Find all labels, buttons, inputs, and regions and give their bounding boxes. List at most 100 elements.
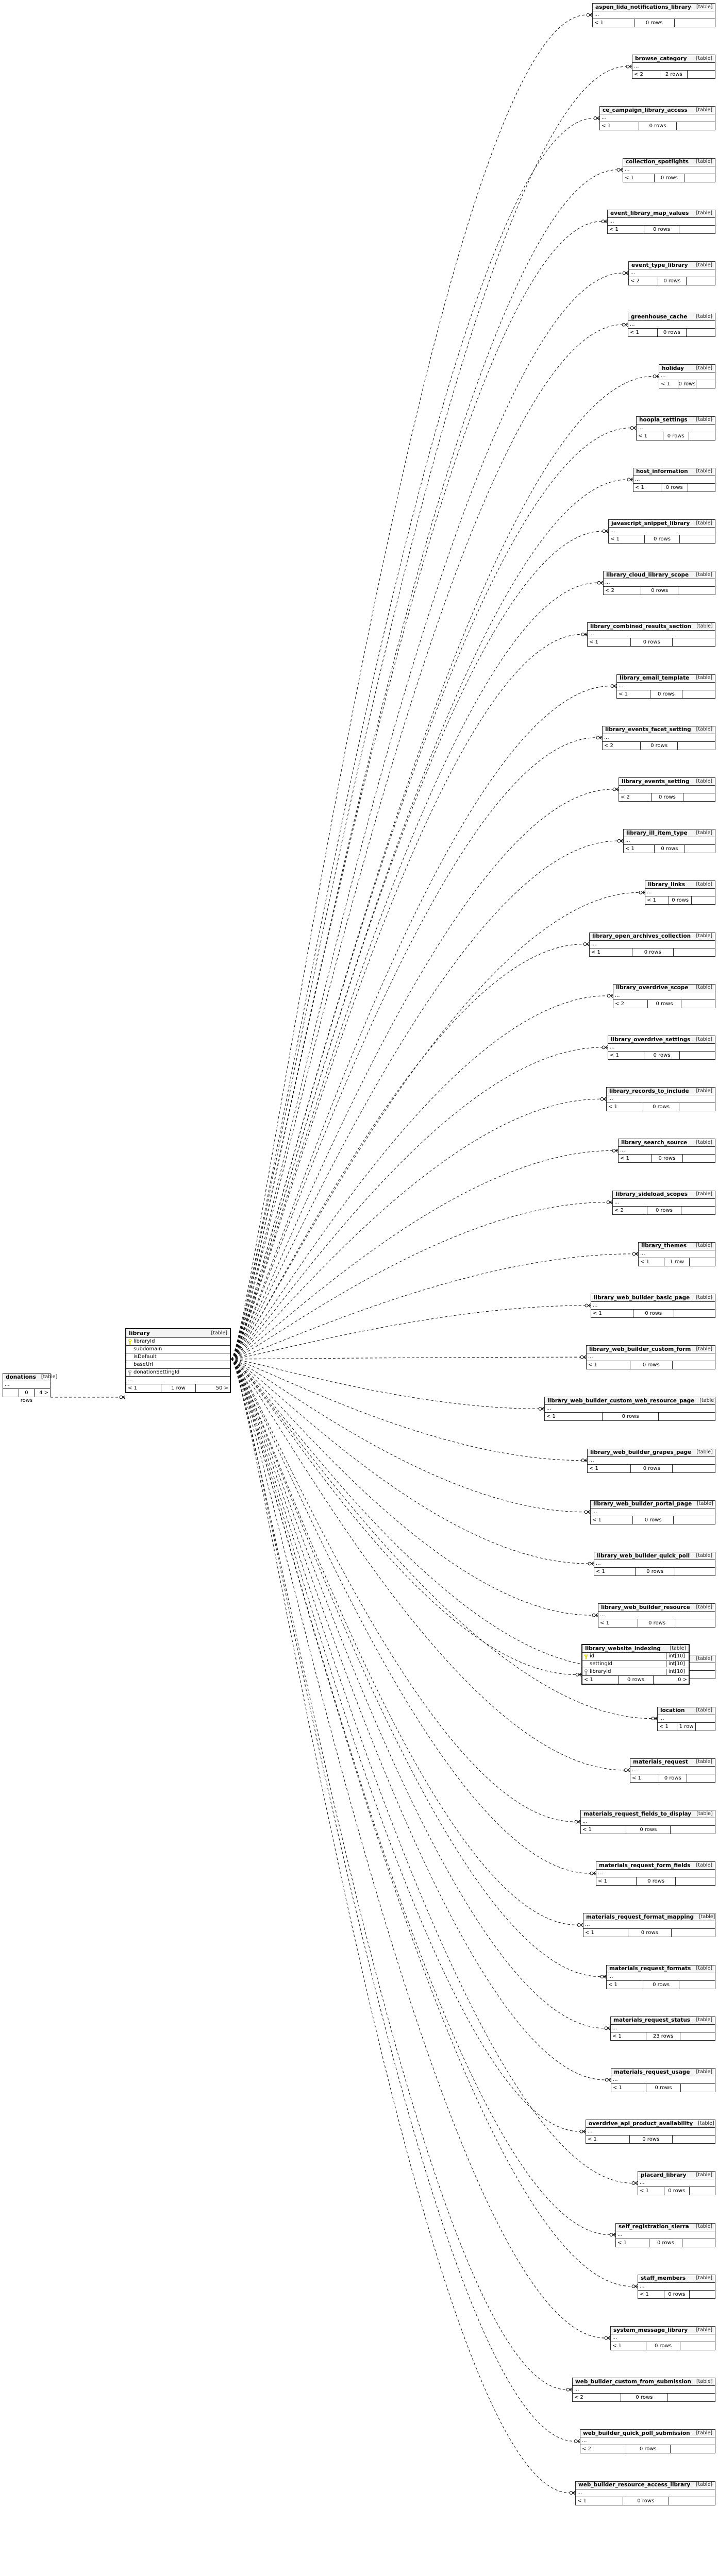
table-columns-collapsed[interactable]: ...: [637, 424, 715, 432]
table-columns-collapsed[interactable]: ...: [611, 2076, 715, 2084]
table-columns-collapsed[interactable]: ...: [659, 372, 715, 381]
related-table-node[interactable]: materials_request_form_fields[table]...<…: [596, 1861, 715, 1886]
related-table-node[interactable]: library_combined_results_section[table].…: [587, 622, 715, 647]
related-table-node[interactable]: library_web_builder_grapes_page[table]..…: [587, 1448, 715, 1473]
table-columns-collapsed[interactable]: ...: [624, 837, 715, 845]
table-columns-collapsed[interactable]: ...: [591, 1302, 715, 1310]
table-columns-collapsed[interactable]: ...: [638, 2179, 715, 2188]
related-table-node[interactable]: web_builder_quick_poll_submission[table]…: [580, 2429, 715, 2454]
related-table-node[interactable]: library_web_builder_quick_poll[table]...…: [594, 1552, 715, 1576]
table-columns-collapsed[interactable]: ...: [630, 1766, 715, 1774]
table-column[interactable]: donationSettingId: [126, 1369, 230, 1377]
related-table-node[interactable]: library_open_archives_collection[table].…: [589, 932, 715, 957]
table-columns-collapsed[interactable]: ...: [629, 269, 715, 277]
table-columns-collapsed[interactable]: ...: [623, 166, 715, 174]
related-table-node[interactable]: web_builder_custom_from_submission[table…: [572, 2378, 715, 2402]
related-table-node[interactable]: library_web_builder_resource[table]...< …: [598, 1603, 715, 1628]
table-columns-collapsed[interactable]: ...: [607, 1095, 715, 1104]
table-columns-collapsed[interactable]: ...: [613, 1198, 715, 1207]
table-columns-collapsed[interactable]: ...: [604, 579, 715, 587]
table-columns-collapsed[interactable]: ...: [580, 2437, 715, 2446]
table-columns-collapsed[interactable]: ...: [545, 1405, 715, 1413]
table-columns-collapsed[interactable]: ...: [3, 1381, 50, 1389]
table-columns-collapsed[interactable]: ...: [611, 2024, 715, 2032]
related-table-node[interactable]: library_events_facet_setting[table]...< …: [602, 725, 715, 750]
related-table-node[interactable]: library_web_builder_custom_web_resource_…: [544, 1397, 716, 1421]
table-column[interactable]: isDefault: [126, 1353, 230, 1361]
table-columns-collapsed[interactable]: ...: [633, 476, 715, 484]
table-columns-collapsed[interactable]: ...: [616, 2231, 715, 2239]
table-columns-collapsed[interactable]: ...: [619, 1147, 715, 1155]
table-columns-collapsed[interactable]: ...: [608, 1044, 715, 1052]
table-columns-collapsed[interactable]: ...: [590, 940, 715, 948]
table-column[interactable]: subdomain: [126, 1346, 230, 1353]
table-columns-collapsed[interactable]: ...: [639, 1250, 715, 1258]
table-columns-collapsed[interactable]: ...: [583, 1921, 715, 1929]
table-columns-collapsed[interactable]: ...: [645, 889, 715, 897]
table-columns-collapsed[interactable]: ...: [607, 1973, 715, 1981]
table-columns-collapsed[interactable]: ...: [581, 1818, 715, 1826]
table-columns-collapsed[interactable]: ...: [576, 2489, 715, 2497]
related-table-node[interactable]: overdrive_api_product_availability[table…: [586, 2120, 715, 2144]
table-columns-collapsed[interactable]: ...: [596, 1870, 715, 1878]
table-columns-collapsed[interactable]: ...: [632, 63, 715, 71]
table-columns-collapsed[interactable]: ...: [586, 2128, 715, 2136]
table-columns-collapsed[interactable]: ...: [609, 528, 715, 535]
table-columns-collapsed[interactable]: ...: [587, 1353, 715, 1362]
table-columns-collapsed[interactable]: ...: [619, 786, 715, 793]
table-columns-collapsed[interactable]: ...: [591, 1508, 715, 1516]
related-table-node[interactable]: library_web_builder_portal_page[table]..…: [590, 1500, 715, 1524]
table-columns-collapsed[interactable]: ...: [598, 1612, 715, 1620]
table-columns-collapsed[interactable]: ...: [613, 992, 715, 1000]
related-table-node[interactable]: library_cloud_library_scope[table]...< 2…: [603, 571, 715, 596]
related-table-node[interactable]: materials_request_format_mapping[table].…: [583, 1913, 715, 1938]
related-table-node[interactable]: library_web_builder_basic_page[table]...…: [591, 1294, 715, 1318]
related-table-node[interactable]: materials_request_fields_to_display[tabl…: [580, 1810, 715, 1834]
related-table-node[interactable]: web_builder_resource_access_library[tabl…: [575, 2481, 715, 2505]
table-columns-collapsed[interactable]: ...: [628, 321, 715, 329]
table-column[interactable]: baseUrl: [126, 1361, 230, 1369]
table-columns-collapsed[interactable]: ...: [600, 114, 715, 123]
related-table-node[interactable]: library_web_builder_custom_form[table]..…: [586, 1345, 715, 1370]
table-columns-collapsed[interactable]: ...: [588, 631, 715, 639]
table-columns-collapsed[interactable]: ...: [617, 682, 715, 690]
table-columns-collapsed[interactable]: ...: [603, 734, 715, 742]
table-columns-collapsed[interactable]: ...: [573, 2386, 715, 2394]
table-columns-collapsed[interactable]: ...: [608, 217, 715, 226]
table-columns-collapsed[interactable]: ...: [588, 1456, 715, 1465]
table-columns-collapsed[interactable]: ...: [658, 1715, 715, 1723]
table-column[interactable]: libraryId: [126, 1338, 230, 1346]
related-table-node[interactable]: aspen_lida_notifications_library[table].…: [592, 3, 715, 27]
